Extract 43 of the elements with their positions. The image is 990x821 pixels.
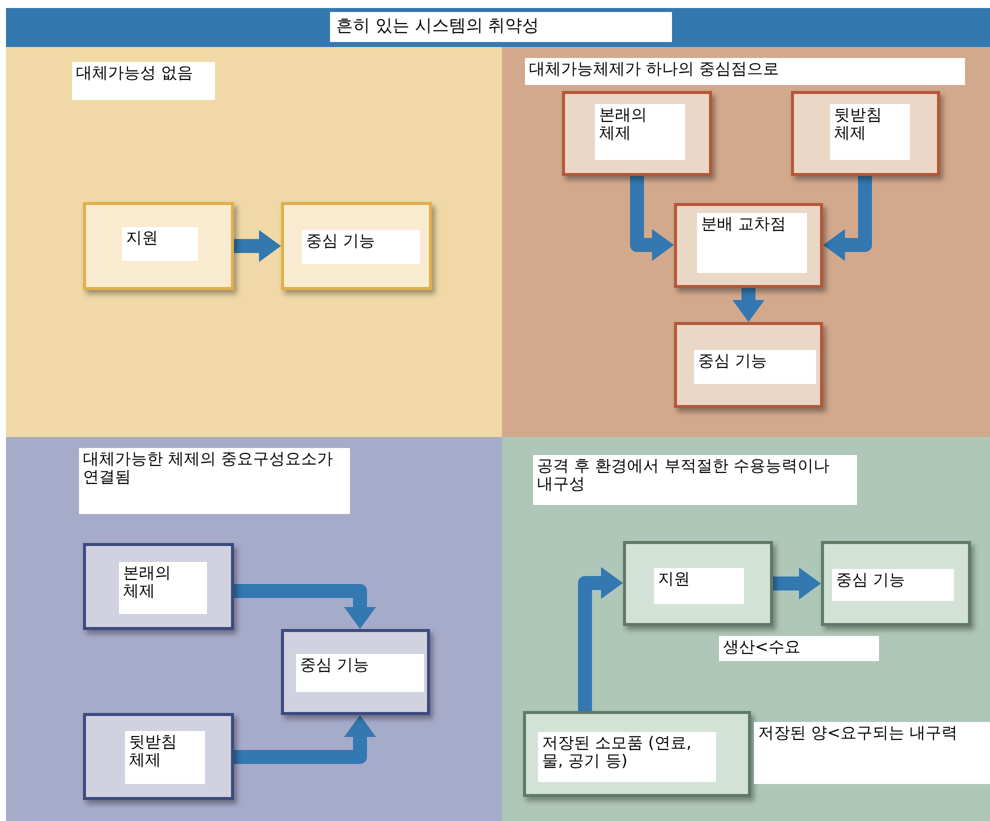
note-label: 생산<수요 — [719, 636, 879, 661]
process-box — [83, 713, 234, 800]
panel-heading: 공격 후 환경에서 부적절한 수용능력이나 내구성 — [533, 455, 857, 505]
process-box — [281, 202, 432, 290]
box-label: 중심 기능 — [832, 569, 954, 601]
process-box — [83, 543, 234, 630]
process-box — [674, 203, 823, 288]
arrow — [823, 176, 872, 261]
process-box — [791, 91, 940, 176]
arrow — [732, 288, 764, 322]
process-box — [83, 202, 234, 290]
process-box — [562, 91, 712, 176]
box-label: 뒷받침 체제 — [830, 104, 910, 160]
panel — [502, 437, 990, 821]
arrow — [578, 567, 623, 711]
box-label: 저장된 소모품 (연료, 물, 공기 등) — [538, 732, 716, 782]
process-box — [821, 541, 971, 626]
process-box — [674, 322, 823, 408]
panel — [6, 437, 502, 821]
arrow — [234, 230, 281, 262]
box-label: 중심 기능 — [694, 350, 816, 384]
box-label: 중심 기능 — [302, 230, 420, 264]
process-box — [281, 629, 430, 715]
side-note: 저장된 양<요구되는 내구력 — [754, 722, 990, 784]
panel — [6, 47, 502, 437]
box-label: 뒷받침 체제 — [125, 731, 205, 784]
box-label: 본래의 체제 — [119, 562, 207, 614]
process-box — [523, 711, 751, 797]
box-label: 지원 — [654, 568, 744, 604]
arrow — [773, 568, 821, 600]
box-label: 분배 교차점 — [697, 213, 807, 273]
arrow — [234, 715, 376, 764]
panel-heading: 대체가능체제가 하나의 중심점으로 — [525, 58, 965, 85]
panel-heading: 대체가능성 없음 — [72, 62, 215, 100]
title: 흔히 있는 시스템의 취약성 — [330, 12, 672, 42]
arrow — [630, 176, 674, 261]
arrow — [234, 584, 376, 629]
panel — [502, 47, 990, 437]
box-label: 중심 기능 — [296, 654, 424, 692]
process-box — [623, 541, 773, 626]
box-label: 본래의 체제 — [595, 104, 685, 160]
panel-heading: 대체가능한 체제의 중요구성요소가 연결됨 — [79, 448, 350, 514]
box-label: 지원 — [122, 227, 198, 261]
